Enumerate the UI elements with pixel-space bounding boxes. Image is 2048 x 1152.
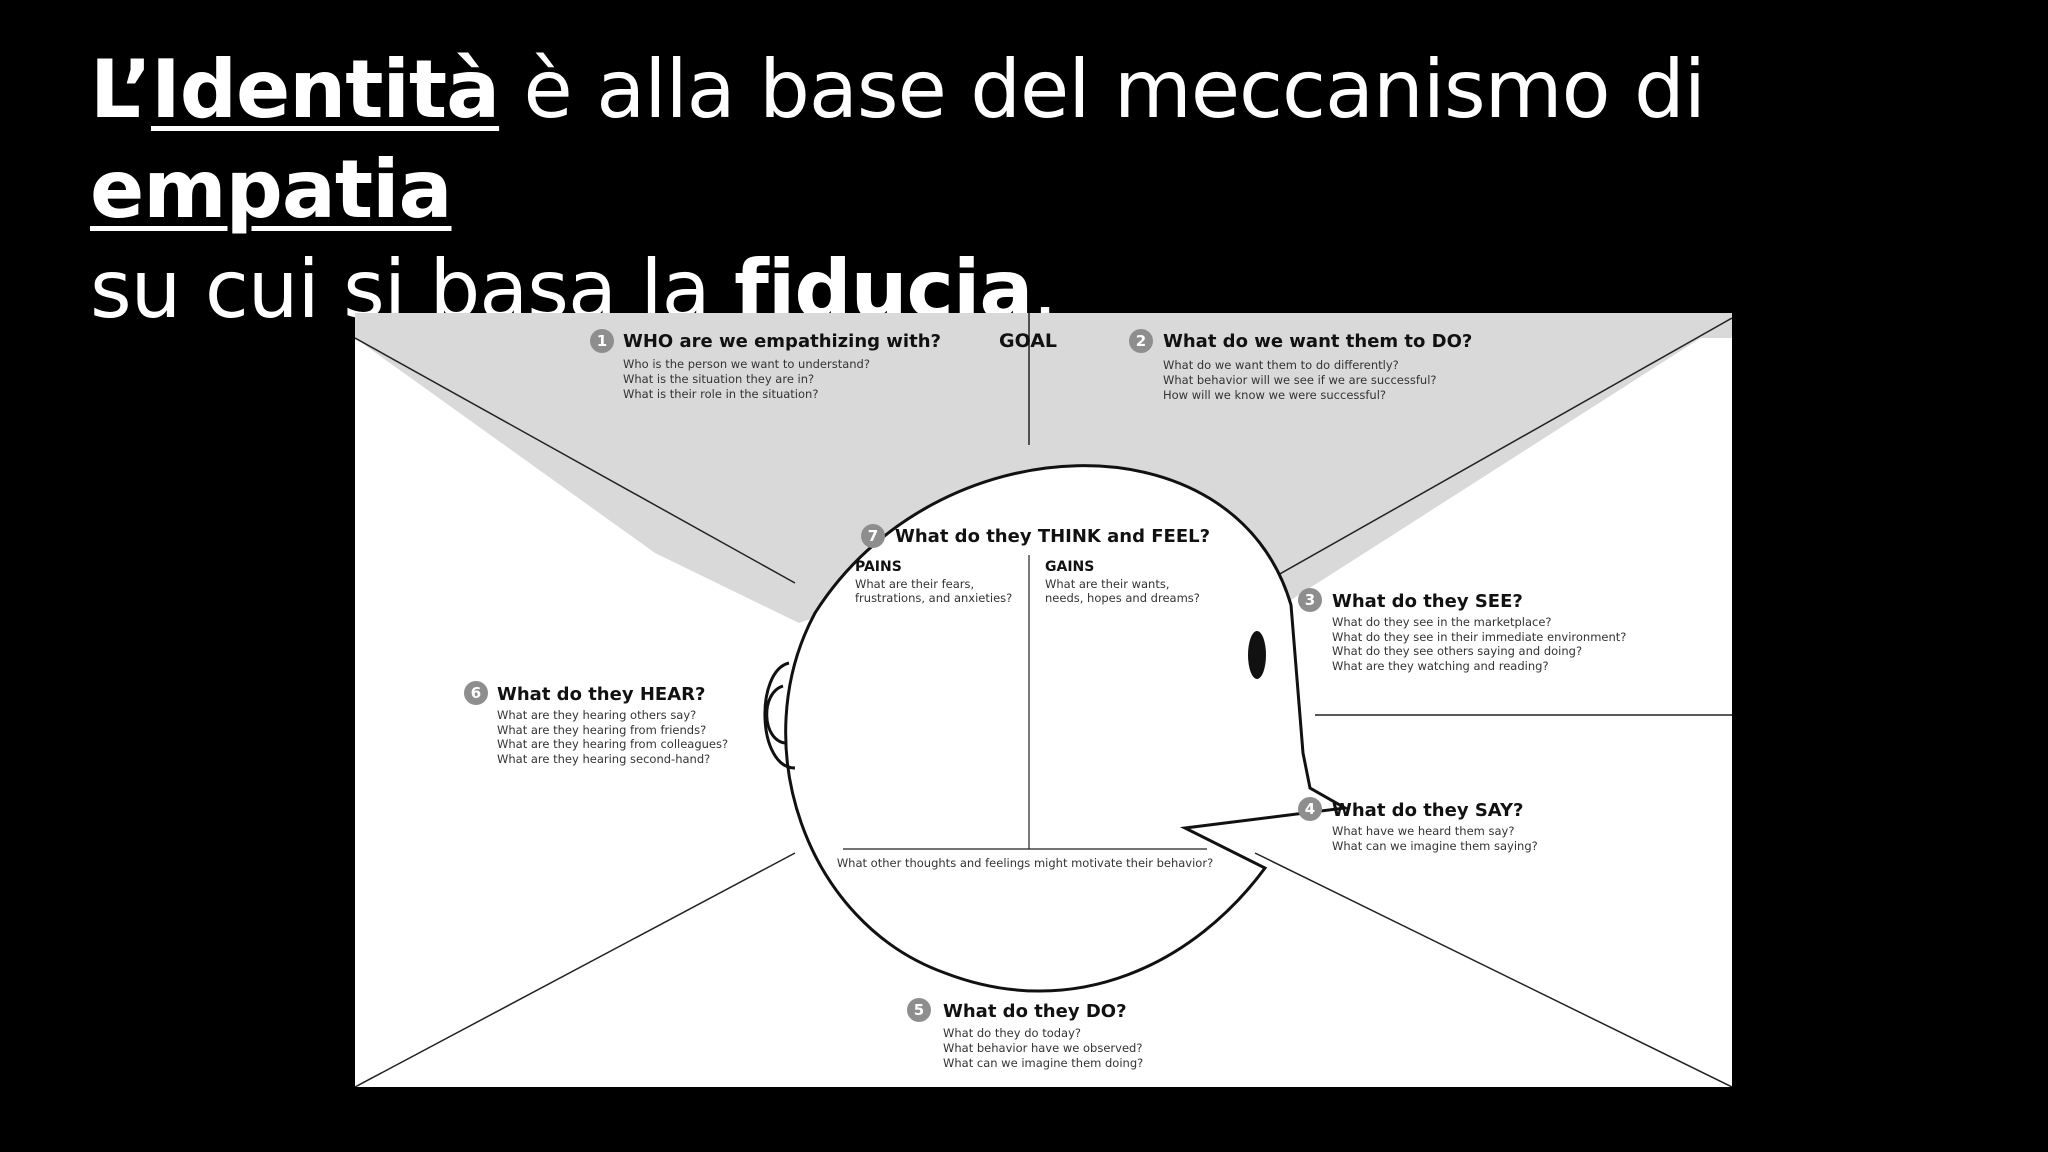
- other-thoughts: What other thoughts and feelings might m…: [837, 856, 1213, 870]
- section-hear: 6 What do they HEAR? What are they heari…: [464, 681, 728, 766]
- pains-label: PAINS: [855, 559, 902, 575]
- section-say: 4 What do they SAY? What have we heard t…: [1298, 797, 1538, 853]
- pains-line-2: frustrations, and anxieties?: [855, 591, 1012, 605]
- section-goal-do: 2 What do we want them to DO? What do we…: [1129, 329, 1472, 402]
- say-heading: What do they SAY?: [1332, 800, 1523, 821]
- hear-heading: What do they HEAR?: [497, 684, 705, 705]
- who-line-2: What is the situation they are in?: [623, 372, 814, 386]
- number-badge-5: [907, 998, 931, 1022]
- number-7: 7: [868, 527, 878, 545]
- number-badge-2: [1129, 329, 1153, 353]
- number-badge-3: [1298, 588, 1322, 612]
- do-heading: What do they DO?: [943, 1001, 1127, 1022]
- say-line-1: What have we heard them say?: [1332, 824, 1514, 838]
- title-line-1: L’Identità è alla base del meccanismo di…: [90, 40, 1990, 240]
- section-who: 1 WHO are we empathizing with? Who is th…: [590, 329, 941, 401]
- number-badge-7: [861, 524, 885, 548]
- pains-line-1: What are their fears,: [855, 577, 974, 591]
- who-line-1: Who is the person we want to understand?: [623, 357, 870, 371]
- number-3: 3: [1305, 591, 1315, 609]
- goal-do-line-1: What do we want them to do differently?: [1163, 358, 1399, 372]
- gains-line-1: What are their wants,: [1045, 577, 1169, 591]
- goal-area-top: [355, 313, 1732, 588]
- think-feel-heading: What do they THINK and FEEL?: [895, 526, 1210, 547]
- divider-bottom-right: [1254, 852, 1732, 1087]
- title-word-l: L’: [90, 43, 152, 136]
- ear-inner-icon: [765, 684, 786, 745]
- divider-top-right: [1254, 317, 1732, 589]
- goal-label: GOAL: [999, 330, 1057, 352]
- number-badge-4: [1298, 797, 1322, 821]
- hear-line-2: What are they hearing from friends?: [497, 723, 706, 737]
- number-5: 5: [914, 1001, 924, 1019]
- title-word-identita: Identità: [150, 43, 500, 136]
- gains-label: GAINS: [1045, 559, 1094, 575]
- number-badge-6: [464, 681, 488, 705]
- section-do: 5 What do they DO? What do they do today…: [907, 998, 1143, 1070]
- see-line-1: What do they see in the marketplace?: [1332, 615, 1552, 629]
- goal-do-heading: What do we want them to DO?: [1163, 331, 1472, 352]
- hear-line-4: What are they hearing second-hand?: [497, 752, 710, 766]
- hear-line-3: What are they hearing from colleagues?: [497, 737, 728, 751]
- hear-line-1: What are they hearing others say?: [497, 708, 696, 722]
- title-text-1: è alla base del meccanismo di: [499, 43, 1706, 136]
- who-heading: WHO are we empathizing with?: [623, 331, 941, 352]
- divider-top-left: [355, 337, 796, 584]
- empathy-map: GOAL 1 WHO are we empathizing with? Who …: [355, 313, 1732, 1087]
- gains-line-2: needs, hopes and dreams?: [1045, 591, 1200, 605]
- divider-bottom-left: [355, 852, 796, 1087]
- title-word-empatia: empatia: [90, 143, 453, 236]
- see-line-3: What do they see others saying and doing…: [1332, 644, 1582, 658]
- who-line-3: What is their role in the situation?: [623, 387, 818, 401]
- head: [763, 464, 1350, 993]
- number-1: 1: [597, 332, 607, 350]
- section-think-feel: 7 What do they THINK and FEEL? PAINS Wha…: [837, 524, 1213, 870]
- head-outline: [784, 464, 1350, 993]
- slide-title: L’Identità è alla base del meccanismo di…: [90, 40, 1990, 340]
- do-line-1: What do they do today?: [943, 1026, 1081, 1040]
- number-4: 4: [1305, 800, 1315, 818]
- see-line-2: What do they see in their immediate envi…: [1332, 630, 1626, 644]
- section-see: 3 What do they SEE? What do they see in …: [1298, 588, 1626, 673]
- do-line-2: What behavior have we observed?: [943, 1041, 1142, 1055]
- goal-do-line-2: What behavior will we see if we are succ…: [1163, 373, 1437, 387]
- say-line-2: What can we imagine them saying?: [1332, 839, 1538, 853]
- number-6: 6: [471, 684, 481, 702]
- do-line-3: What can we imagine them doing?: [943, 1056, 1143, 1070]
- eye-icon: [1248, 631, 1266, 679]
- see-line-4: What are they watching and reading?: [1332, 659, 1549, 673]
- goal-do-line-3: How will we know we were successful?: [1163, 388, 1386, 402]
- number-badge-1: [590, 329, 614, 353]
- divider-lines: [355, 313, 1732, 1087]
- ear-outer-icon: [763, 661, 796, 770]
- number-2: 2: [1136, 332, 1146, 350]
- see-heading: What do they SEE?: [1332, 591, 1523, 612]
